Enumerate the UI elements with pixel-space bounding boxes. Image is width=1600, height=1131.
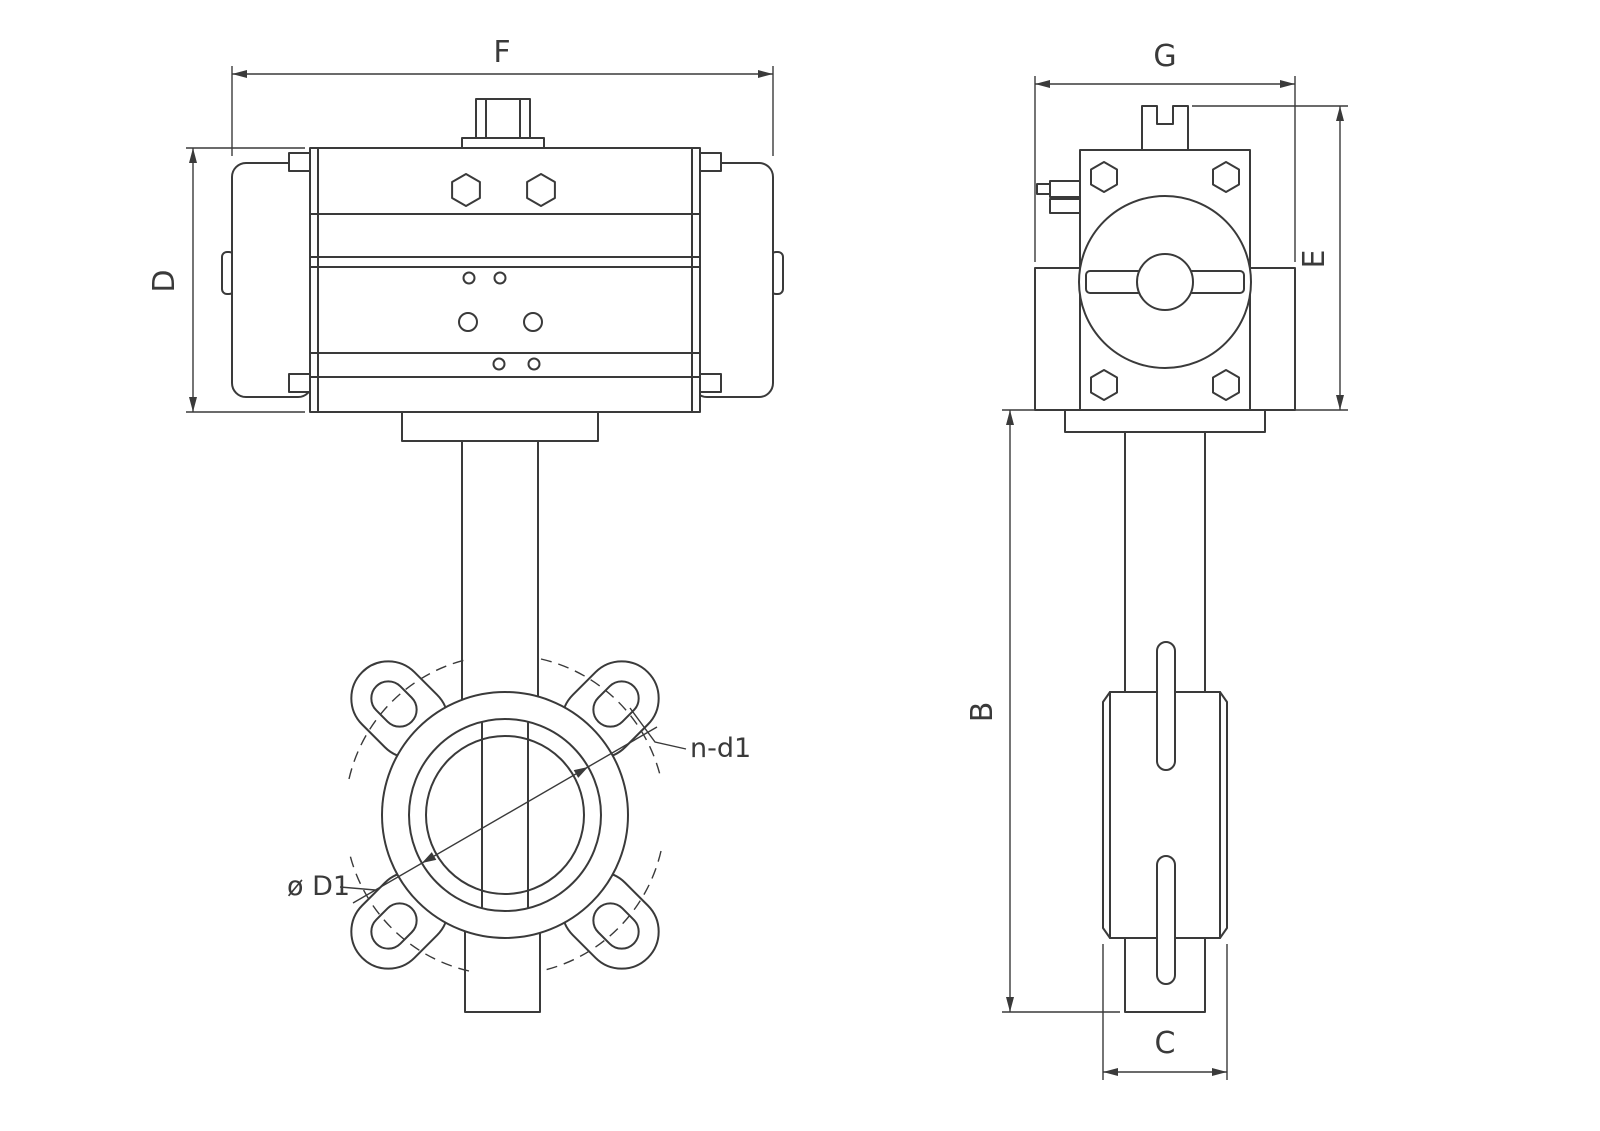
hex-plug <box>451 173 481 207</box>
disc-stem-line <box>481 722 529 908</box>
corner-bolt-hex <box>1212 161 1240 193</box>
stem-bottom-stub <box>464 927 541 1013</box>
corner-bolt <box>698 373 722 393</box>
dimension-g: G <box>1034 39 1296 262</box>
port-hole <box>527 357 541 371</box>
top-boss <box>475 98 531 139</box>
note-label-n-d1: n-d1 <box>690 733 751 764</box>
port-hole <box>492 357 506 371</box>
bolt-circle-arc <box>540 658 662 780</box>
front-view: F <box>147 35 784 1013</box>
corner-bolt <box>288 373 312 393</box>
air-fitting <box>1049 180 1083 198</box>
bolt-circle-arc <box>540 850 662 972</box>
dimension-label-f: F <box>493 35 510 70</box>
arrowhead <box>421 852 437 863</box>
body-face-line <box>1109 691 1221 939</box>
diameter-line <box>352 726 658 904</box>
port-hole <box>462 271 476 285</box>
dimension-label-b: B <box>965 702 1000 723</box>
stem-keyway-slot <box>1156 641 1176 771</box>
actuator-front <box>221 98 784 413</box>
lug-bolt-slot <box>370 680 418 728</box>
side-view: G <box>965 39 1348 1080</box>
lug-bolt-slot <box>592 902 640 950</box>
bolt-circle-arc <box>348 658 470 780</box>
lug-bolt-slot <box>370 902 418 950</box>
dimension-label-phi-d1: ø D1 <box>287 871 350 902</box>
arrowhead <box>573 767 589 778</box>
corner-bolt-hex <box>1090 161 1118 193</box>
base-plate <box>1064 409 1266 433</box>
side-wing-right <box>1244 267 1296 411</box>
valve-bore-circle <box>425 735 585 895</box>
end-cap-left <box>231 162 313 398</box>
dimension-label-c: C <box>1155 1026 1176 1061</box>
hex-plug <box>526 173 556 207</box>
actuator-body-band-line <box>309 213 701 378</box>
lug-bolt-slot <box>592 680 640 728</box>
drive-hub-circle <box>1136 253 1194 311</box>
mounting-bracket <box>401 411 599 442</box>
corner-bolt-hex <box>1090 369 1118 401</box>
air-fitting <box>1049 198 1083 214</box>
corner-bolt-hex <box>1212 369 1240 401</box>
air-fitting-stub <box>1036 183 1051 195</box>
dimension-f: F <box>231 35 774 156</box>
leader-line <box>629 707 687 750</box>
valve-seat-circle <box>408 718 602 912</box>
dimension-d: D <box>147 147 305 413</box>
top-boss-line <box>485 98 521 139</box>
stem-keyway-slot <box>1156 855 1176 985</box>
actuator-body-edge-line <box>317 147 693 413</box>
valve-side <box>1102 431 1228 1013</box>
leader-line <box>339 886 376 891</box>
side-wing-left <box>1034 267 1086 411</box>
drive-slot-right <box>1187 270 1245 294</box>
dimension-label-d: D <box>147 269 182 292</box>
valve-neck <box>461 440 539 704</box>
valve-body-side <box>1102 691 1228 939</box>
port-hole <box>493 271 507 285</box>
top-connector <box>1141 105 1189 153</box>
valve-body-front <box>348 658 662 972</box>
actuator-side <box>1034 105 1296 433</box>
port-hole <box>458 312 478 332</box>
port-hole <box>523 312 543 332</box>
drive-slot-left <box>1085 270 1143 294</box>
dimension-c: C <box>1102 944 1228 1080</box>
note-n-d1: n-d1 <box>629 707 751 764</box>
corner-bolt <box>698 152 722 172</box>
corner-bolt <box>288 152 312 172</box>
dimension-label-e: E <box>1297 250 1332 269</box>
dimension-label-g: G <box>1153 39 1176 74</box>
dimension-phi-d1: ø D1 <box>287 726 658 904</box>
valve-neck-side <box>1124 431 1206 693</box>
end-cap-right <box>692 162 774 398</box>
dimension-e: E <box>1192 105 1348 411</box>
dimension-b: B <box>965 409 1120 1013</box>
bolt-circle-arc <box>348 850 470 972</box>
